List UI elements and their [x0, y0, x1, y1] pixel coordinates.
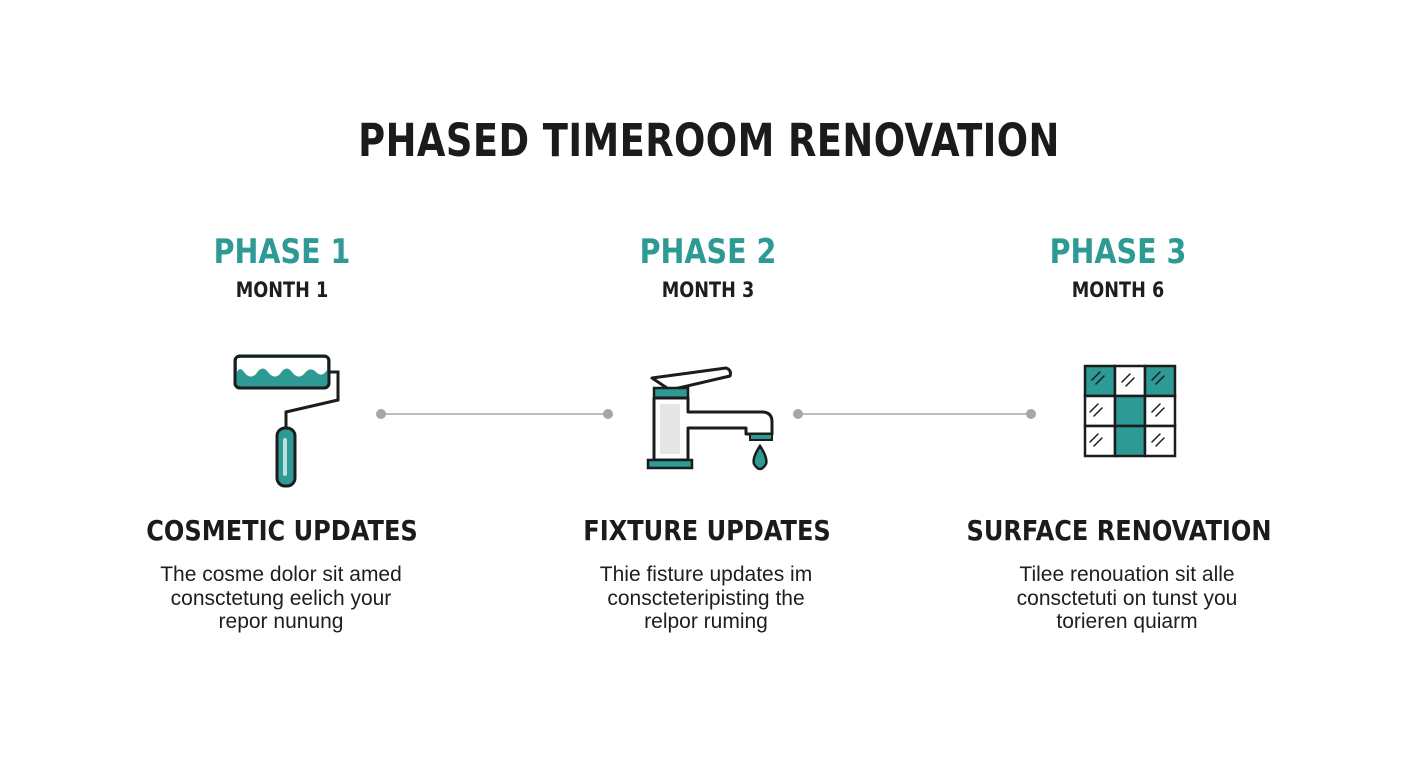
phase-3-label: PHASE 3 [1049, 232, 1187, 272]
phase-2-description-line: conscteteripisting the [607, 586, 805, 610]
connector-dot [376, 409, 386, 419]
phase-2-header: PHASE 2 MONTH 3 [498, 232, 918, 302]
phase-3-description-line: Tilee renouation sit alle [1019, 563, 1235, 586]
phase-1-description-line: The cosme dolor sit amed [160, 563, 402, 586]
phase-1-header: PHASE 1 MONTH 1 [72, 232, 492, 302]
phase-1-description-line: repor nunung [218, 610, 344, 633]
tile-grid-icon [1052, 350, 1212, 490]
phase-3-heading: SURFACE RENOVATION [966, 514, 1272, 547]
connector-dot [793, 409, 803, 419]
paint-roller-icon [222, 350, 382, 490]
phase-1-heading: COSMETIC UPDATES [146, 514, 418, 547]
timeline-connector-2 [793, 409, 1036, 419]
phase-3-month: MONTH 6 [1071, 278, 1165, 302]
phase-1-description: The cosme dolor sit amed consctetung eel… [81, 563, 481, 634]
phase-3-description: Tilee renouation sit alle consctetuti on… [927, 563, 1327, 634]
connector-dot [603, 409, 613, 419]
phase-2-label: PHASE 2 [639, 232, 777, 272]
phase-2-heading: FIXTURE UPDATES [583, 514, 831, 547]
phase-2-description-line: Thie fisture updates im [599, 563, 813, 586]
phase-3-header: PHASE 3 MONTH 6 [908, 232, 1328, 302]
phase-1-month: MONTH 1 [235, 278, 329, 302]
connector-dot [1026, 409, 1036, 419]
phase-3-description-line: consctetuti on tunst you [1016, 586, 1238, 610]
faucet-icon [634, 350, 794, 490]
phase-3-description-line: torieren quiarm [1056, 610, 1198, 633]
phase-2-month: MONTH 3 [661, 278, 755, 302]
phase-2-description-line: relpor ruming [644, 610, 768, 633]
phase-1-label: PHASE 1 [213, 232, 351, 272]
phase-1-description-line: consctetung eelich your [170, 586, 392, 610]
timeline-connector-1 [376, 409, 613, 419]
page-title: PHASED TIMEROOM RENOVATION [358, 114, 1060, 167]
phase-2-description: Thie fisture updates im conscteteripisti… [506, 563, 906, 634]
